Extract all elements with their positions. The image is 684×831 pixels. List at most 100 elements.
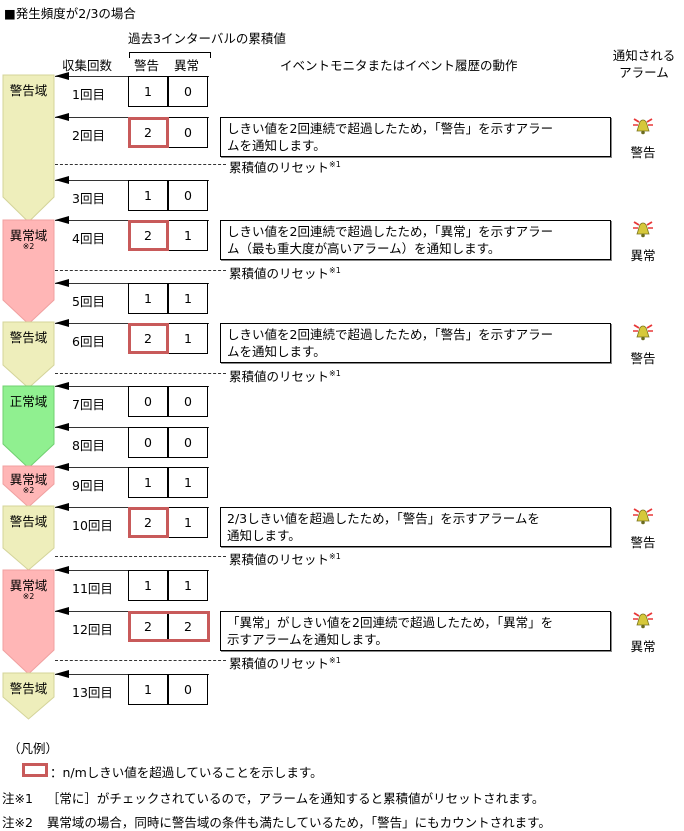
bell-alarm-icon	[633, 324, 653, 341]
zone-label: 警告域	[9, 330, 48, 345]
warning-cell: 1	[128, 570, 168, 601]
zone-normal: 正常域	[2, 385, 55, 469]
threshold-exceeded-highlight	[128, 611, 210, 642]
action-description: しきい値を2回連続で超過したため，「警告」を示すアラー ムを通知します。	[220, 323, 611, 363]
error-cell: 1	[168, 323, 208, 354]
threshold-exceeded-highlight	[128, 220, 169, 251]
reset-text: 累積値のリセット	[229, 160, 330, 175]
bell-alarm-icon	[633, 118, 653, 135]
warning-cell: 0	[128, 386, 168, 417]
action-description: しきい値を2回連続で超過したため，「異常」を示すアラー ム（最も重大度が高いアラ…	[220, 220, 611, 260]
error-column-header: 異常	[174, 58, 200, 73]
arrow-left-icon	[55, 670, 69, 678]
warning-cell: 1	[128, 674, 168, 705]
zone-label: 正常域	[9, 394, 48, 409]
action-text-line2: ム（最も重大度が高いアラーム）を通知します。	[227, 241, 501, 256]
action-text-line1: しきい値を2回連続で超過したため，「異常」を示すアラー	[227, 224, 554, 239]
bell-alarm-icon	[633, 612, 653, 629]
reset-text: 累積値のリセット	[229, 656, 330, 671]
bell-alarm-icon	[633, 221, 653, 238]
reset-text: 累積値のリセット	[229, 266, 330, 281]
reset-label: 累積値のリセット※1	[229, 549, 341, 568]
action-description: 「異常」がしきい値を2回連続で超過したため，「異常」を 示すアラームを通知します…	[220, 611, 611, 651]
zone-error: 異常域 ※2	[2, 219, 55, 325]
reset-text: 累積値のリセット	[229, 369, 330, 384]
reset-footnote-mark: ※1	[329, 160, 341, 169]
alarm-label: 警告	[630, 535, 656, 550]
arrow-left-icon	[55, 607, 69, 615]
reset-label: 累積値のリセット※1	[229, 366, 341, 385]
action-text-line1: 「異常」がしきい値を2回連続で超過したため，「異常」を	[227, 615, 554, 630]
collection-count: 13回目	[72, 685, 113, 700]
reset-footnote-mark: ※1	[329, 656, 341, 665]
zone-note: ※2	[22, 592, 35, 601]
alarm-label: 警告	[630, 351, 656, 366]
warning-column-header: 警告	[134, 58, 160, 73]
reset-footnote-mark: ※1	[329, 552, 341, 561]
action-text-line1: 2/3しきい値を超過したため，「警告」を示すアラームを	[227, 511, 540, 526]
reset-footnote-mark: ※1	[329, 369, 341, 378]
footnote-mark: 注※1	[2, 791, 33, 806]
threshold-exceeded-highlight	[128, 117, 169, 148]
reset-dashed-line	[55, 373, 226, 374]
footnote-1: 注※1 ［常に］がチェックされているので，アラームを通知すると累積値がリセットさ…	[2, 788, 544, 807]
zone-label: 異常域	[9, 228, 48, 243]
legend-title: （凡例）	[8, 741, 59, 756]
action-text-line2: 示すアラームを通知します。	[227, 632, 388, 647]
action-text-line2: ムを通知します。	[227, 138, 326, 153]
error-cell: 1	[168, 467, 208, 498]
error-cell: 0	[168, 76, 208, 107]
action-text-line2: ムを通知します。	[227, 344, 326, 359]
zone-note: ※2	[22, 242, 35, 251]
warning-cell: 1	[128, 180, 168, 211]
collection-count: 4回目	[72, 231, 105, 246]
warning-cell: 1	[128, 467, 168, 498]
error-cell: 0	[168, 117, 208, 148]
reset-label: 累積値のリセット※1	[229, 157, 341, 176]
reset-dashed-line	[55, 556, 226, 557]
arrow-left-icon	[55, 279, 69, 287]
collection-count: 9回目	[72, 478, 105, 493]
reset-dashed-line	[55, 164, 226, 165]
footnote-mark: 注※2	[2, 815, 33, 830]
reset-footnote-mark: ※1	[329, 266, 341, 275]
zone-label: 警告域	[9, 83, 48, 98]
error-cell: 0	[168, 427, 208, 458]
alarm-header-line2: アラーム	[619, 65, 669, 80]
reset-dashed-line	[55, 660, 226, 661]
legend-highlight-swatch	[22, 763, 48, 777]
zone-label: 異常域	[9, 578, 48, 593]
threshold-exceeded-highlight	[128, 507, 169, 538]
collection-count: 11回目	[72, 581, 113, 596]
alarm-header-line1: 通知される	[612, 48, 676, 63]
action-description: 2/3しきい値を超過したため，「警告」を示すアラームを 通知します。	[220, 507, 611, 547]
arrow-left-icon	[55, 566, 69, 574]
error-cell: 1	[168, 220, 208, 251]
arrow-left-icon	[55, 503, 69, 511]
collection-count: 8回目	[72, 438, 105, 453]
arrow-left-icon	[55, 216, 69, 224]
collection-count: 3回目	[72, 191, 105, 206]
arrow-left-icon	[55, 176, 69, 184]
zone-warning: 警告域	[2, 321, 55, 389]
footnote-text: ［常に］がチェックされているので，アラームを通知すると累積値がリセットされます。	[46, 791, 545, 806]
action-text-line1: しきい値を2回連続で超過したため，「警告」を示すアラー	[227, 327, 554, 342]
zone-label: 警告域	[9, 681, 48, 696]
arrow-left-icon	[55, 113, 69, 121]
arrow-left-icon	[55, 463, 69, 471]
error-cell: 1	[168, 507, 208, 538]
arrow-left-icon	[55, 72, 69, 80]
collection-count: 5回目	[72, 294, 105, 309]
action-header: イベントモニタまたはイベント履歴の動作	[280, 58, 518, 73]
reset-dashed-line	[55, 270, 226, 271]
zone-warning: 警告域	[2, 672, 55, 720]
zone-error: 異常域 ※2	[2, 465, 55, 508]
warning-cell: 1	[128, 283, 168, 314]
collection-count: 7回目	[72, 397, 105, 412]
zone-error: 異常域 ※2	[2, 569, 55, 675]
error-cell: 0	[168, 386, 208, 417]
collection-count: 6回目	[72, 334, 105, 349]
footnote-text: 異常域の場合，同時に警告域の条件も満たしているため，「警告」にもカウントされます…	[46, 815, 551, 830]
error-cell: 0	[168, 180, 208, 211]
collection-count: 1回目	[72, 87, 105, 102]
